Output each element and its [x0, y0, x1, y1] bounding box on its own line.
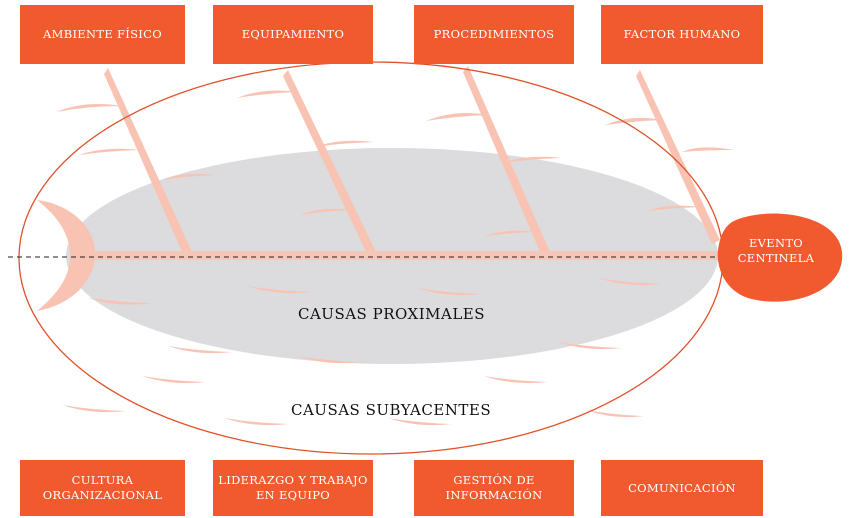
category-cultura-organizacional: CULTURA ORGANIZACIONAL — [20, 460, 185, 516]
category-equipamiento: EQUIPAMIENTO — [213, 5, 373, 64]
category-label: CULTURA ORGANIZACIONAL — [42, 473, 163, 502]
category-label: GESTIÓN DE INFORMACIÓN — [445, 473, 543, 502]
proximal-causes-label: CAUSAS PROXIMALES — [298, 305, 486, 323]
category-gestion-informacion: GESTIÓN DE INFORMACIÓN — [414, 460, 574, 516]
underlying-causes-label: CAUSAS SUBYACENTES — [291, 401, 492, 419]
fish-head — [717, 213, 843, 302]
category-liderazgo: LIDERAZGO Y TRABAJO EN EQUIPO — [213, 460, 373, 516]
category-label: EQUIPAMIENTO — [241, 27, 345, 42]
category-label: LIDERAZGO Y TRABAJO EN EQUIPO — [218, 473, 368, 502]
category-ambiente-fisico: AMBIENTE FÍSICO — [20, 5, 185, 64]
category-procedimientos: PROCEDIMIENTOS — [414, 5, 574, 64]
head-label: EVENTO CENTINELA — [737, 236, 815, 265]
feather-bones — [56, 90, 734, 426]
fish-spine — [70, 251, 720, 260]
category-comunicacion: COMUNICACIÓN — [601, 460, 763, 516]
main-bones — [104, 66, 720, 252]
fish-tail — [37, 200, 96, 311]
category-label: PROCEDIMIENTOS — [433, 27, 555, 42]
category-factor-humano: FACTOR HUMANO — [601, 5, 763, 64]
category-label: COMUNICACIÓN — [628, 480, 736, 495]
category-label: AMBIENTE FÍSICO — [43, 27, 162, 42]
category-label: FACTOR HUMANO — [623, 27, 741, 42]
